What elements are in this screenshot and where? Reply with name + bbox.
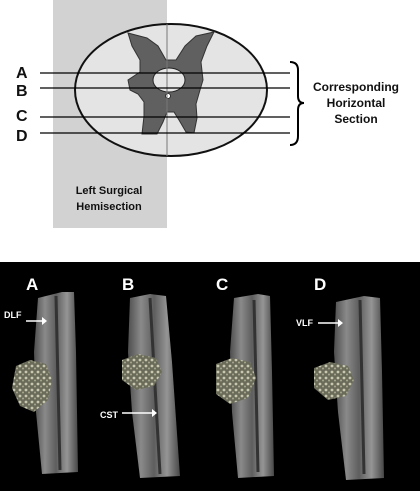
hemisection-label-line2: Hemisection [76,201,142,213]
panel-label-c: C [216,275,228,294]
hemisection-label-line1: Left Surgical [76,185,143,197]
tract-d [358,299,366,475]
corresponding-label-line1: Corresponding [313,80,399,94]
horizontal-section-panels: A DLF B CST C D VLF [0,262,420,491]
curly-brace [289,61,305,146]
tract-c [252,299,260,473]
panel-label-d: D [314,275,326,294]
tissue-d [334,296,384,480]
panel-label-b: B [122,275,134,294]
section-label-c: C [16,108,28,125]
section-label-b: B [16,83,28,100]
panel-b [122,294,180,478]
lesion-a [12,360,52,412]
lesion-b [122,354,162,390]
tract-b [148,297,162,475]
panel-c [216,294,274,478]
dlf-arrow-head [42,317,47,325]
panel-label-a: A [26,275,38,294]
corresponding-label-line3: Section [334,112,377,126]
section-label-d: D [16,128,28,145]
tissue-a [34,292,78,474]
panel-a [12,292,78,474]
vlf-arrow-head [338,319,343,327]
lesion-d [314,362,354,400]
panel-d [314,296,384,480]
vlf-label: VLF [296,318,314,328]
spinal-cord-diagram: A B C D Corresponding Horizontal Section… [16,0,399,228]
tract-a [54,295,62,471]
cst-arrow-head [152,409,157,417]
corresponding-label-line2: Horizontal [327,96,386,110]
central-region [152,67,186,93]
central-canal [165,93,171,99]
section-label-a: A [16,65,28,82]
cst-label: CST [100,410,119,420]
lesion-c [216,358,256,404]
dlf-label: DLF [4,310,22,320]
